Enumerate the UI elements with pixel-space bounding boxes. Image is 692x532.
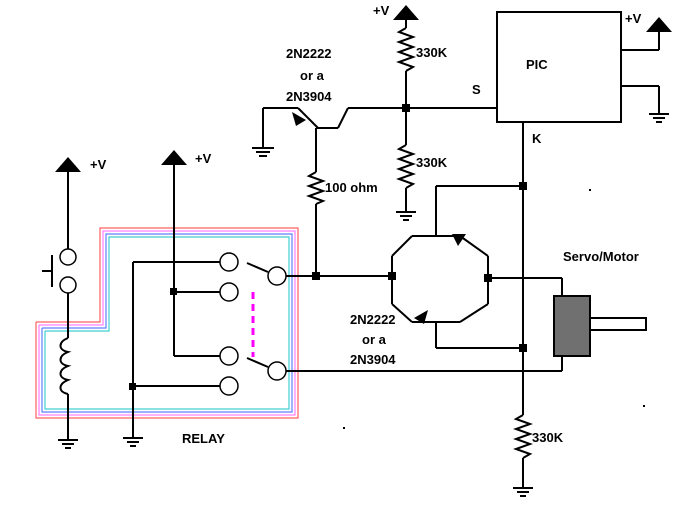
pic-supply bbox=[621, 17, 672, 51]
resistor-mid bbox=[396, 144, 416, 221]
base-resistor-label: 100 ohm bbox=[325, 180, 378, 195]
bottom-transistor-label-3: 2N3904 bbox=[350, 352, 396, 367]
top-transistor bbox=[252, 107, 406, 172]
top-transistor-label-2: or a bbox=[300, 68, 325, 83]
resistor-top-label: 330K bbox=[416, 45, 448, 60]
base-resistor bbox=[306, 171, 326, 276]
vplus-pic-label: +V bbox=[625, 11, 642, 26]
relay-contacts bbox=[129, 252, 287, 438]
pic-label: PIC bbox=[526, 57, 548, 72]
ground-symbol-relay bbox=[123, 437, 143, 447]
resistor-top bbox=[396, 27, 416, 145]
h-bridge bbox=[286, 185, 563, 349]
bottom-transistor-label-1: 2N2222 bbox=[350, 312, 396, 327]
motor-body bbox=[553, 295, 591, 357]
top-supply-arrow bbox=[393, 5, 419, 28]
relay-label: RELAY bbox=[182, 431, 225, 446]
top-transistor-label-3: 2N3904 bbox=[286, 89, 332, 104]
vplus-left2-label: +V bbox=[195, 151, 212, 166]
resistor-bottom bbox=[513, 414, 533, 497]
vplus-left1-label: +V bbox=[90, 157, 107, 172]
pushbutton-switch bbox=[42, 248, 77, 338]
bottom-transistor-label-2: or a bbox=[362, 332, 387, 347]
vplus-top-label: +V bbox=[373, 3, 390, 18]
top-transistor-label-1: 2N2222 bbox=[286, 46, 332, 61]
ground-symbol-left bbox=[58, 439, 78, 449]
relay-outline bbox=[35, 227, 299, 419]
resistor-mid-label: 330K bbox=[416, 155, 448, 170]
resistor-bottom-label: 330K bbox=[532, 430, 564, 445]
servo-label: Servo/Motor bbox=[563, 249, 639, 264]
pin-k-label: K bbox=[532, 131, 542, 146]
relay-coil bbox=[59, 337, 72, 440]
motor-shaft bbox=[589, 317, 647, 331]
left-supply-arrow bbox=[55, 157, 81, 250]
pic-chip bbox=[496, 11, 622, 123]
pic-ground bbox=[621, 85, 669, 123]
relay-supply-arrow bbox=[161, 150, 187, 356]
pin-s-label: S bbox=[472, 82, 481, 97]
